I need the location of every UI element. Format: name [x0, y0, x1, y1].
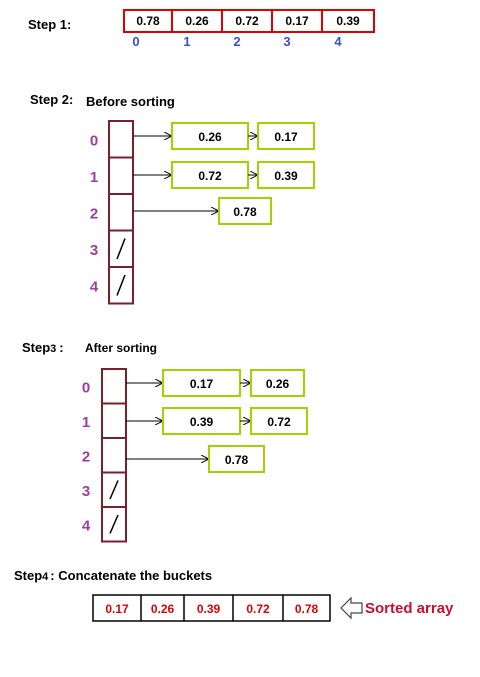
- step3-list-node: [250, 369, 305, 397]
- step3-empty-slash: [109, 514, 119, 534]
- step2-title: Before sorting: [86, 94, 175, 109]
- step1-array-outline: [123, 9, 375, 33]
- step3-list-node: [208, 445, 265, 473]
- step4-title: : Concatenate the buckets: [50, 568, 212, 583]
- step3-node-value: 0.72: [267, 415, 291, 429]
- step1-label: Step 1:: [28, 17, 71, 32]
- step2-list-node: [171, 161, 249, 189]
- step4-sorted-cell: 0.78: [295, 602, 319, 616]
- step4-label: Step: [14, 568, 42, 583]
- step4-sorted-cell: 0.26: [151, 602, 175, 616]
- step2-list-node: [257, 161, 315, 189]
- step1-index-label: 3: [283, 34, 290, 49]
- step3-number: 3: [50, 343, 56, 355]
- step3-empty-slash: [109, 480, 119, 500]
- step3-bucket-index: 1: [82, 414, 90, 431]
- step2-bucket-slot: [108, 120, 134, 159]
- step2-node-value: 0.72: [198, 169, 222, 183]
- step1-array-cell: 0.39: [336, 14, 360, 28]
- step1-index-label: 1: [183, 34, 190, 49]
- step3-heading: Step3:: [22, 340, 64, 355]
- step3-bucket-index: 0: [82, 379, 90, 396]
- step2-label: Step 2:: [30, 92, 73, 107]
- step3-title: After sorting: [85, 341, 157, 355]
- step1-array-cell: 0.72: [235, 14, 259, 28]
- sorted-array-label: Sorted array: [365, 600, 454, 617]
- step2-bucket-index: 1: [90, 169, 98, 186]
- step2-empty-slash: [116, 238, 126, 260]
- step3-bucket-index: 2: [82, 448, 90, 465]
- step3-bucket-slot: [101, 402, 127, 439]
- step3-node-value: 0.78: [225, 453, 249, 467]
- step3-bucket-slot: [101, 368, 127, 405]
- step3-bucket-slot: [101, 437, 127, 474]
- step1-index-label: 4: [334, 34, 342, 49]
- step4-array-outline: [92, 594, 331, 622]
- step3-list-node: [250, 407, 308, 435]
- step3-node-value: 0.26: [266, 377, 290, 391]
- step1-index-label: 0: [132, 34, 139, 49]
- step1-array-cell: 0.17: [285, 14, 309, 28]
- step4-sorted-cell: 0.39: [197, 602, 221, 616]
- step2-node-value: 0.17: [274, 130, 298, 144]
- step2-node-value: 0.78: [233, 205, 257, 219]
- step1-array-cell: 0.78: [136, 14, 160, 28]
- step4-sorted-cell: 0.17: [105, 602, 129, 616]
- step3-label: Step: [22, 340, 50, 355]
- step1-array-cell: 0.26: [185, 14, 209, 28]
- step2-bucket-slot: [108, 193, 134, 232]
- step3-colon: :: [59, 340, 63, 355]
- step4-sorted-cell: 0.72: [246, 602, 270, 616]
- step2-bucket-index: 0: [90, 132, 98, 149]
- step2-bucket-index: 2: [90, 205, 98, 222]
- step2-list-node: [218, 197, 272, 225]
- step2-node-value: 0.26: [198, 130, 222, 144]
- step3-bucket-index: 4: [82, 517, 91, 534]
- sorted-array-arrow-icon: [340, 596, 363, 620]
- step2-list-node: [257, 122, 315, 150]
- step2-list-node: [171, 122, 249, 150]
- step3-node-value: 0.17: [190, 377, 214, 391]
- step3-bucket-index: 3: [82, 483, 90, 500]
- step3-node-value: 0.39: [190, 415, 214, 429]
- step2-bucket-index: 3: [90, 242, 98, 259]
- step2-bucket-index: 4: [90, 278, 99, 295]
- step1-index-label: 2: [233, 34, 240, 49]
- step2-bucket-slot: [108, 156, 134, 195]
- step4-heading: Step4: Concatenate the buckets: [14, 568, 212, 583]
- step3-list-node: [162, 369, 241, 397]
- step2-empty-slash: [116, 274, 126, 296]
- step2-node-value: 0.39: [274, 169, 298, 183]
- step4-number: 4: [42, 571, 49, 583]
